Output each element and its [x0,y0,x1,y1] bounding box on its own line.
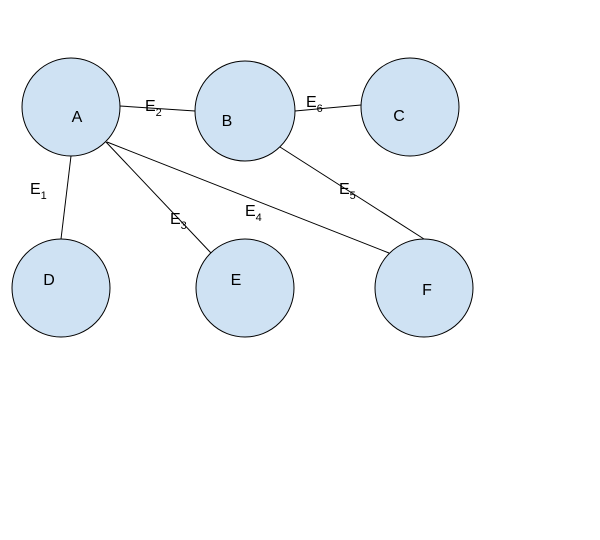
edge-label-main: E [339,181,350,198]
edge-label-main: E [170,211,181,228]
node-circle-f [374,238,474,338]
edge-label-e2: E2 [145,98,162,119]
edge-label-main: E [306,94,317,111]
edge-label-e5: E5 [339,181,356,202]
edge-label-e3: E3 [170,211,187,232]
edge-label-subscript: 6 [317,103,323,115]
node-f: F [374,238,474,338]
edge-label-e6: E6 [306,94,323,115]
node-label-c: C [393,108,405,125]
node-e: E [195,238,295,338]
edge-label-subscript: 3 [181,220,187,232]
edges-layer [60,104,425,254]
node-label-f: F [422,282,432,299]
node-circle-c [360,57,460,157]
nodes-layer: A B C D E F [11,57,474,338]
edge-line-e1 [60,155,72,240]
edge-label-main: E [145,98,156,115]
edge-label-main: E [245,203,256,220]
node-label-e: E [231,272,242,289]
node-circle-b [194,60,296,162]
edge-line-e5 [279,146,425,240]
edge-label-subscript: 1 [41,190,47,202]
node-a: A [21,57,121,157]
edge-label-subscript: 5 [350,190,356,202]
edge-label-subscript: 4 [256,212,262,224]
edge-label-e4: E4 [245,203,262,224]
edge-line-e6 [294,104,362,112]
node-label-b: B [222,113,233,130]
node-c: C [360,57,460,157]
edge-line-e3 [105,141,212,254]
node-label-a: A [72,109,83,126]
node-b: B [194,60,296,162]
edge-label-main: E [30,181,41,198]
node-circle-e [195,238,295,338]
edge-label-e1: E1 [30,181,47,202]
node-circle-d [11,238,111,338]
node-label-d: D [43,272,55,289]
edge-label-subscript: 2 [156,107,162,119]
edge-line-e4 [106,141,390,254]
edge-line-e2 [119,105,196,112]
node-circle-a [21,57,121,157]
node-d: D [11,238,111,338]
